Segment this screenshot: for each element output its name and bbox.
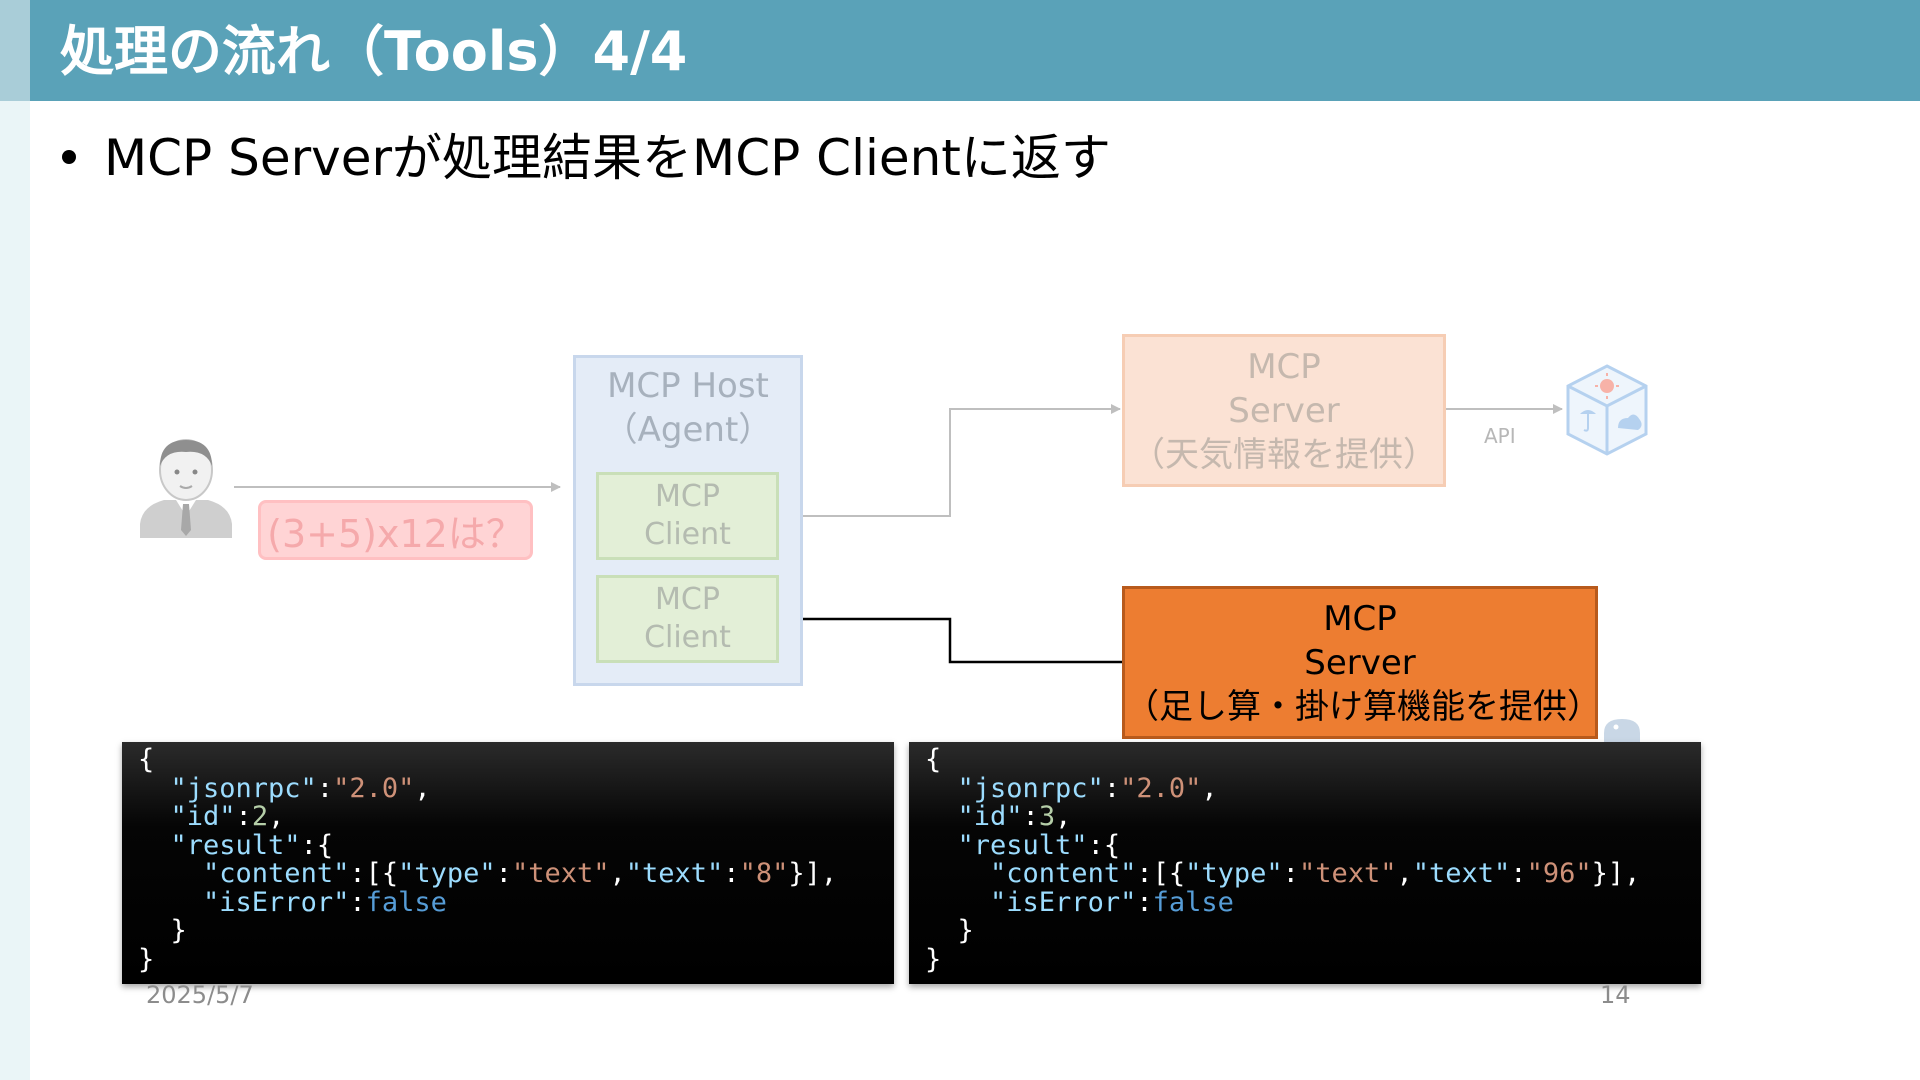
mcp-server-weather: MCP Server （天気情報を提供） bbox=[1122, 334, 1446, 487]
footer-date: 2025/5/7 bbox=[146, 981, 254, 1009]
code-line: { bbox=[138, 744, 155, 775]
arrow-client-to-weather-server bbox=[779, 404, 1121, 517]
code-panel-response-id2: { "jsonrpc":"2.0", "id":2, "result":{ "c… bbox=[122, 742, 894, 984]
api-label: API bbox=[1484, 424, 1516, 448]
json-key: "id" bbox=[957, 801, 1023, 832]
code-line: "isError":false bbox=[203, 886, 447, 918]
json-boolean: false bbox=[1152, 886, 1234, 918]
code-line: } bbox=[925, 943, 942, 975]
json-number: 2 bbox=[251, 801, 269, 832]
json-string: "text" bbox=[511, 858, 610, 889]
code-line: "result":{ bbox=[170, 829, 334, 861]
json-string: "2.0" bbox=[333, 772, 415, 804]
python-icon bbox=[1604, 719, 1640, 745]
header-accent bbox=[0, 0, 30, 101]
code-line: } bbox=[138, 943, 155, 975]
json-key: "jsonrpc" bbox=[170, 772, 317, 804]
mcp-server-calc: MCP Server （足し算・掛け算機能を提供） bbox=[1122, 586, 1601, 739]
json-string: "8" bbox=[739, 858, 789, 889]
json-key: "text" bbox=[625, 858, 724, 889]
code-line: "jsonrpc":"2.0", bbox=[957, 772, 1218, 804]
code-line: "content":[{"type":"text","text":"8"}], bbox=[203, 858, 838, 889]
left-stripe bbox=[0, 101, 30, 1080]
question-bubble: (3+5)x12は？ bbox=[258, 500, 533, 560]
json-string: "2.0" bbox=[1120, 772, 1202, 804]
json-key: "content" bbox=[203, 858, 350, 889]
json-key: "jsonrpc" bbox=[957, 772, 1104, 804]
code-line: } bbox=[925, 915, 974, 946]
code-line: "id":2, bbox=[170, 801, 285, 832]
code-panel-response-id3: { "jsonrpc":"2.0", "id":3, "result":{ "c… bbox=[909, 742, 1701, 984]
json-key: "type" bbox=[398, 858, 496, 889]
header-bar bbox=[30, 0, 1920, 101]
code-line: { bbox=[925, 744, 942, 775]
json-string: "96" bbox=[1526, 858, 1592, 889]
mcp-client-box-bottom: MCP Client bbox=[596, 575, 779, 663]
json-number: 3 bbox=[1038, 801, 1056, 832]
code-line: "result":{ bbox=[957, 829, 1121, 861]
json-key: "text" bbox=[1412, 858, 1511, 889]
arrow-calc-server-to-client bbox=[780, 613, 1122, 664]
json-key: "content" bbox=[990, 858, 1137, 889]
json-key: "type" bbox=[1185, 858, 1283, 889]
weather-app-icon bbox=[1566, 364, 1648, 456]
person-icon bbox=[140, 439, 232, 538]
json-key: "result" bbox=[957, 829, 1088, 861]
code-line: "id":3, bbox=[957, 801, 1072, 832]
json-boolean: false bbox=[365, 886, 447, 918]
code-line: "jsonrpc":"2.0", bbox=[170, 772, 431, 804]
bullet-text: MCP Serverが処理結果をMCP Clientに返す bbox=[104, 129, 1111, 187]
code-line: } bbox=[138, 915, 187, 946]
bullet-dot bbox=[62, 150, 76, 164]
json-key: "result" bbox=[170, 829, 301, 861]
json-string: "text" bbox=[1298, 858, 1397, 889]
json-key: "isError" bbox=[990, 886, 1137, 918]
slide-title: 処理の流れ（Tools）4/4 bbox=[60, 20, 688, 83]
footer-page-number: 14 bbox=[1600, 981, 1631, 1009]
code-line: "content":[{"type":"text","text":"96"}], bbox=[990, 858, 1641, 889]
json-key: "isError" bbox=[203, 886, 350, 918]
json-key: "id" bbox=[170, 801, 236, 832]
mcp-client-box-top: MCP Client bbox=[596, 472, 779, 560]
code-line: "isError":false bbox=[990, 886, 1234, 918]
